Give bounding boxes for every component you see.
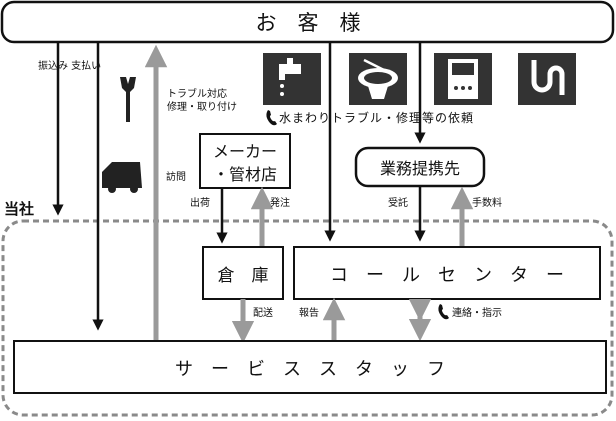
warehouse-box [202, 246, 284, 300]
delivery-label: 配送 [253, 306, 273, 319]
customer-box [0, 0, 615, 44]
phone-icon [266, 110, 277, 126]
phone-icon-contact [438, 304, 449, 320]
visit-label: 訪問 [166, 170, 186, 183]
drain-pipe-icon [518, 53, 576, 105]
customer-label: お 客 様 [256, 11, 361, 35]
fee-label: 手数料 [472, 196, 502, 209]
call-center-label: コ ー ル セ ン タ ー [330, 265, 564, 286]
company-frame [1, 219, 614, 417]
service-staff-label: サ ー ビ ス ス タ ッ フ [175, 359, 445, 380]
payment-label: 振込み 支払い [38, 59, 101, 72]
service-staff-box [13, 340, 607, 394]
water-trouble-label: 水まわりトラブル・修理等の依頼 [279, 110, 474, 125]
partner-label: 業務提携先 [380, 159, 460, 178]
maker-box [199, 133, 291, 189]
faucet-icon [263, 53, 321, 105]
maker-label-line2: ・管材店 [213, 165, 277, 184]
water-heater-icon [434, 53, 492, 105]
warehouse-label: 倉 庫 [218, 266, 269, 286]
call-center-box [293, 246, 601, 300]
trouble-label-line2: 修理・取り付け [167, 100, 237, 113]
wrench-icon [120, 77, 136, 122]
van-icon [102, 162, 142, 193]
contact-label: 連絡・指示 [452, 306, 502, 319]
report-label: 報告 [299, 306, 319, 319]
maker-label-line1: メーカー [213, 142, 277, 161]
shipping-label: 出荷 [190, 196, 210, 209]
toilet-icon [349, 53, 407, 105]
order-label: 発注 [270, 196, 290, 209]
trouble-label-line1: トラブル対応 [167, 87, 227, 100]
consign-label: 受託 [388, 196, 408, 209]
company-label: 当社 [4, 200, 34, 218]
